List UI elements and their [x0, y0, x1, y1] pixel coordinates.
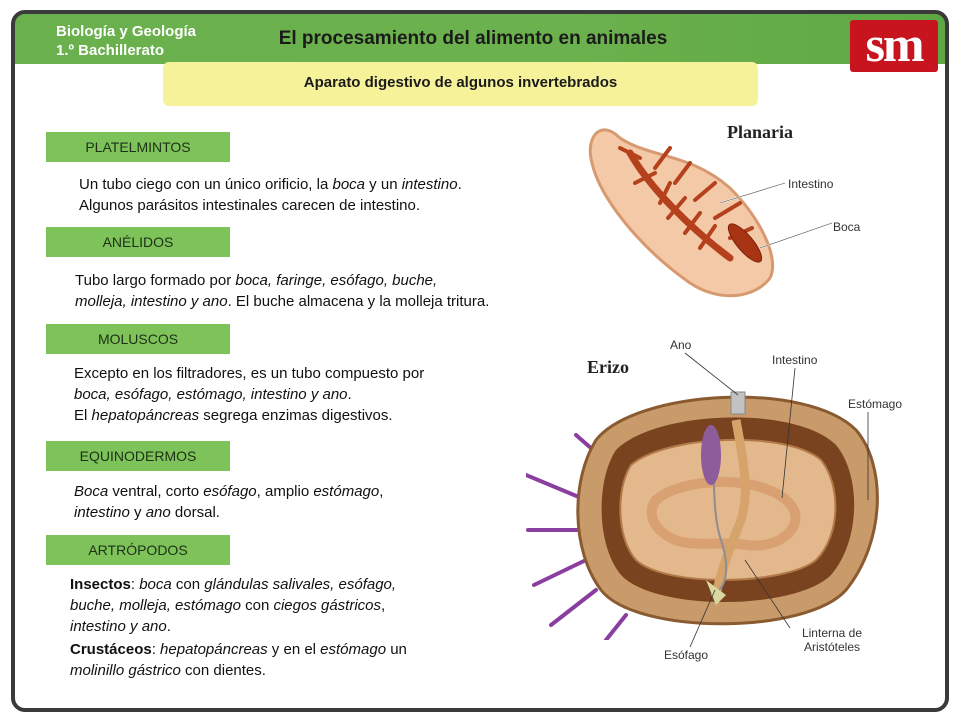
- group-label-platelmintos: PLATELMINTOS: [46, 132, 230, 162]
- group-label-anelidos: ANÉLIDOS: [46, 227, 230, 257]
- erizo-estomago-label: Estómago: [848, 397, 903, 411]
- subtitle-banner: [163, 62, 758, 106]
- sm-logo: sm: [850, 19, 938, 72]
- erizo-intestino-label: Intestino: [772, 353, 818, 367]
- planaria-label: Planaria: [727, 122, 793, 142]
- desc-platelmintos: Un tubo ciego con un único orificio, la …: [79, 176, 462, 214]
- subject-line-2: 1.º Bachillerato: [56, 42, 165, 59]
- page-subtitle: Aparato digestivo de algunos invertebrad…: [303, 74, 618, 91]
- erizo-label: Erizo: [587, 357, 629, 377]
- subject-line-1: Biología y Geología: [56, 23, 197, 40]
- planaria-intestino-label: Intestino: [788, 177, 834, 191]
- erizo-ano-label: Ano: [670, 338, 692, 352]
- header-band: [13, 12, 947, 64]
- desc-artropodos: Insectos: boca con glándulas salivales, …: [70, 576, 407, 679]
- group-label-equinodermos: EQUINODERMOS: [46, 441, 230, 471]
- erizo-linterna-label: Linterna de Aristóteles: [801, 626, 863, 654]
- planaria-illustration: [588, 128, 833, 298]
- desc-moluscos: Excepto en los filtradores, es un tubo c…: [74, 365, 425, 424]
- page-title: El procesamiento del alimento en animale…: [278, 28, 668, 49]
- subject-label: Biología y Geología 1.º Bachillerato: [56, 22, 196, 60]
- desc-anelidos: Tubo largo formado por boca, faringe, es…: [75, 272, 490, 310]
- group-label-moluscos: MOLUSCOS: [46, 324, 230, 354]
- planaria-boca-label: Boca: [833, 220, 861, 234]
- erizo-illustration: [526, 391, 879, 640]
- desc-equinodermos: Boca ventral, corto esófago, amplio estó…: [74, 483, 384, 521]
- group-label-artropodos: ARTRÓPODOS: [46, 535, 230, 565]
- erizo-esofago-label: Esófago: [664, 648, 709, 662]
- slide-frame: [11, 10, 949, 712]
